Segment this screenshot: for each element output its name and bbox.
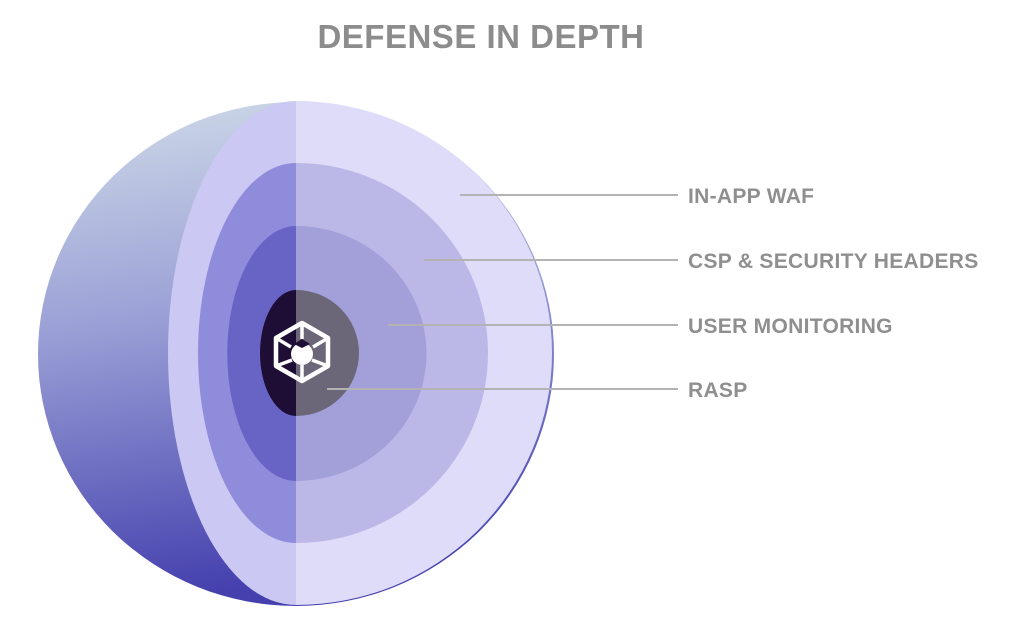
- cube-logo-icon: [273, 320, 331, 384]
- page-title: DEFENSE IN DEPTH: [317, 18, 644, 55]
- cutaway-left-faces: [168, 101, 296, 605]
- label-rasp: RASP: [688, 379, 748, 402]
- label-in-app-waf: IN-APP WAF: [688, 185, 814, 208]
- label-csp-security-headers: CSP & SECURITY HEADERS: [688, 250, 979, 273]
- monitoring-right-face: [296, 226, 427, 481]
- label-user-monitoring: USER MONITORING: [688, 315, 893, 338]
- cutaway-right-faces: [296, 101, 552, 605]
